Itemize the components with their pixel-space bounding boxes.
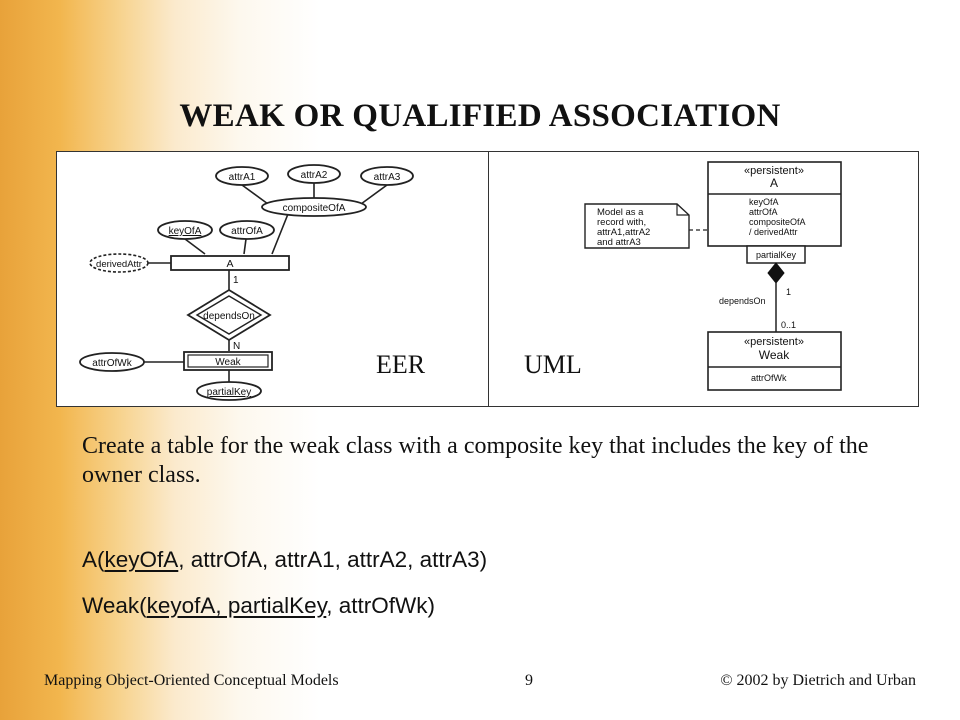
schema-A-prefix: A( [82,547,105,572]
diagram-canvas: attrA1 attrA2 attrA3 compositeOfA keyOfA… [79,161,842,401]
weak-entity-box-outer [183,351,273,371]
uml-class-A-attr-4: / derivedAttr [749,227,798,237]
uml-class-A-attr-3: compositeOfA [749,217,806,227]
compositeOfA-label: compositeOfA [283,203,346,214]
attrOfA-label: attrOfA [231,226,263,237]
slide-title: WEAK OR QUALIFIED ASSOCIATION [179,98,781,134]
uml-mult-owner: 1 [786,287,791,297]
diagram-figure: attrA1 attrA2 attrA3 compositeOfA keyOfA… [56,151,919,407]
uml-class-A-attributes: keyOfA attrOfA compositeOfA / derivedAtt… [749,197,808,237]
uml-note-box [584,203,690,249]
uml-note-fold [676,204,689,216]
derivedAttr-label: derivedAttr [96,259,142,270]
attrA2-ellipse [287,164,341,184]
attrA1-label: attrA1 [229,172,256,183]
uml-composition-diamond [767,262,785,284]
uml-class-A-name: A [770,176,778,190]
cardinality-one: 1 [233,275,239,286]
attrOfWk-label: attrOfWk [92,358,132,369]
uml-panel-label: UML [524,350,582,379]
panel-divider [488,152,489,406]
attrOfA-ellipse [219,220,275,240]
dependsOn-label: dependsOn [203,311,255,322]
dependsOn-diamond-outer [186,288,272,342]
uml-class-A-stereotype: «persistent» [744,165,804,177]
uml-class-weak-box [707,331,842,391]
uml-note-line-4: and attrA3 [597,237,641,248]
partialKey-label: partialKey [207,387,251,398]
attrA2-label: attrA2 [301,170,328,181]
partialKey-ellipse [196,381,262,401]
schema-line-A: A(keyOfA, attrOfA, attrA1, attrA2, attrA… [82,547,487,573]
attrA3-label: attrA3 [374,172,401,183]
uml-class-A-attr-2: attrOfA [749,207,778,217]
attrOfWk-ellipse [79,352,145,372]
schema-weak-rest: , attrOfWk) [326,593,436,618]
uml-qualifier-label: partialKey [756,250,797,260]
uml-note-line-2: record with, [597,217,646,228]
entity-A-label: A [226,258,233,270]
uml-note-line-1: Model as a [597,207,644,218]
footer-course-title: Mapping Object-Oriented Conceptual Model… [44,672,339,689]
schema-A-rest: , attrOfA, attrA1, attrA2, attrA3) [178,547,488,572]
compositeOfA-ellipse [261,197,367,217]
schema-A-key: keyOfA [104,547,179,572]
eer-panel-label: EER [376,350,426,379]
uml-class-A-box [707,161,842,247]
schema-weak-prefix: Weak( [82,593,147,618]
footer-page-number: 9 [525,672,533,689]
cardinality-n: N [233,341,240,352]
attrA3-ellipse [360,166,414,186]
uml-association-label: dependsOn [719,296,766,306]
uml-mult-weak: 0..1 [781,320,796,330]
derivedAttr-ellipse [89,253,149,273]
schema-line-weak: Weak(keyofA, partialKey, attrOfWk) [82,593,435,619]
keyOfA-ellipse [157,220,213,240]
weak-entity-label: Weak [215,357,241,368]
schema-weak-key: keyofA, partialKey [146,593,327,618]
entity-A-box [170,255,290,271]
weak-entity-box-inner [187,354,269,368]
uml-class-A-attr-1: keyOfA [749,197,779,207]
uml-note-line-3: attrA1,attrA2 [597,227,650,238]
footer-copyright: © 2002 by Dietrich and Urban [720,672,916,689]
attrA1-ellipse [215,166,269,186]
uml-class-weak-attr: attrOfWk [751,373,787,383]
dependsOn-diamond-inner [195,295,263,335]
uml-class-weak-name: Weak [759,348,790,362]
uml-class-weak-stereotype: «persistent» [744,336,804,348]
uml-note-text: Model as a record with, attrA1,attrA2 an… [597,207,653,248]
body-text: Create a table for the weak class with a… [82,433,869,488]
keyOfA-label: keyOfA [169,226,202,237]
